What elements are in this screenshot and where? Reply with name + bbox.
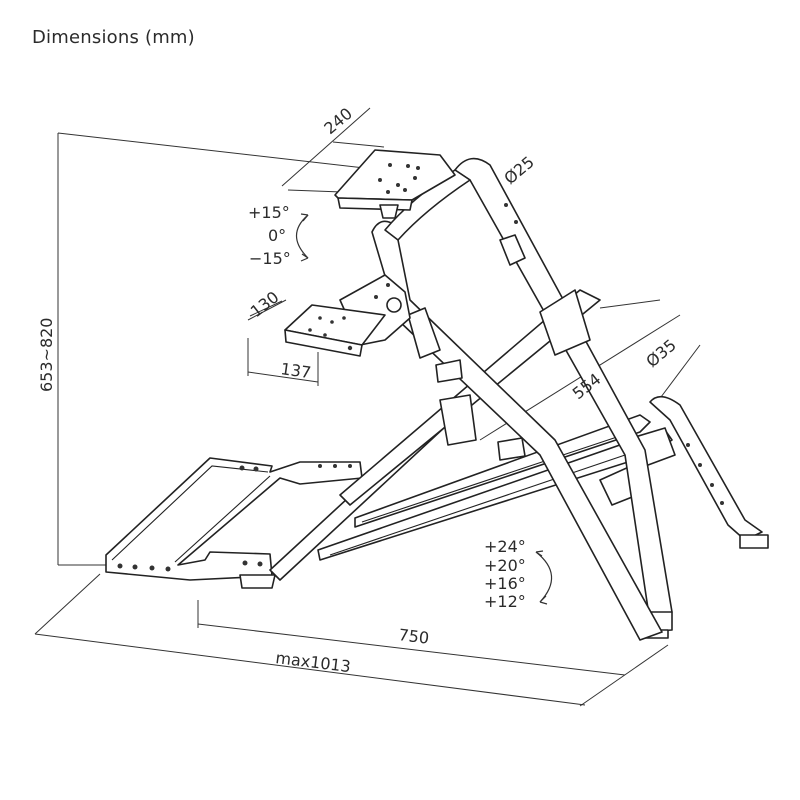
middle-plate — [284, 274, 411, 357]
top-plate — [334, 149, 456, 219]
tube-small-label: Ø25 — [500, 152, 537, 188]
tube-large-label: Ø35 — [642, 335, 679, 371]
base-angle-20: +20° — [484, 556, 526, 575]
top-angle-plus15: +15° — [248, 203, 290, 222]
main-frame — [371, 157, 769, 641]
base-angle-16: +16° — [484, 574, 526, 593]
top-plate-width-label: 240 — [320, 104, 356, 138]
mid-plate-width-label: 137 — [279, 359, 312, 382]
top-angle-minus15: −15° — [249, 249, 291, 268]
base-length-label: 750 — [398, 625, 431, 648]
pedal-tray — [105, 457, 363, 589]
base-angle-24: +24° — [484, 537, 526, 556]
angle-arrows — [295, 213, 553, 605]
height-label: 653~820 — [37, 318, 56, 392]
mid-plate-depth-label: 130 — [247, 287, 283, 321]
diagram-title: Dimensions (mm) — [32, 27, 195, 48]
top-angle-zero: 0° — [268, 226, 286, 245]
base-angle-12: +12° — [484, 592, 526, 611]
max-length-label: max1013 — [275, 648, 352, 676]
